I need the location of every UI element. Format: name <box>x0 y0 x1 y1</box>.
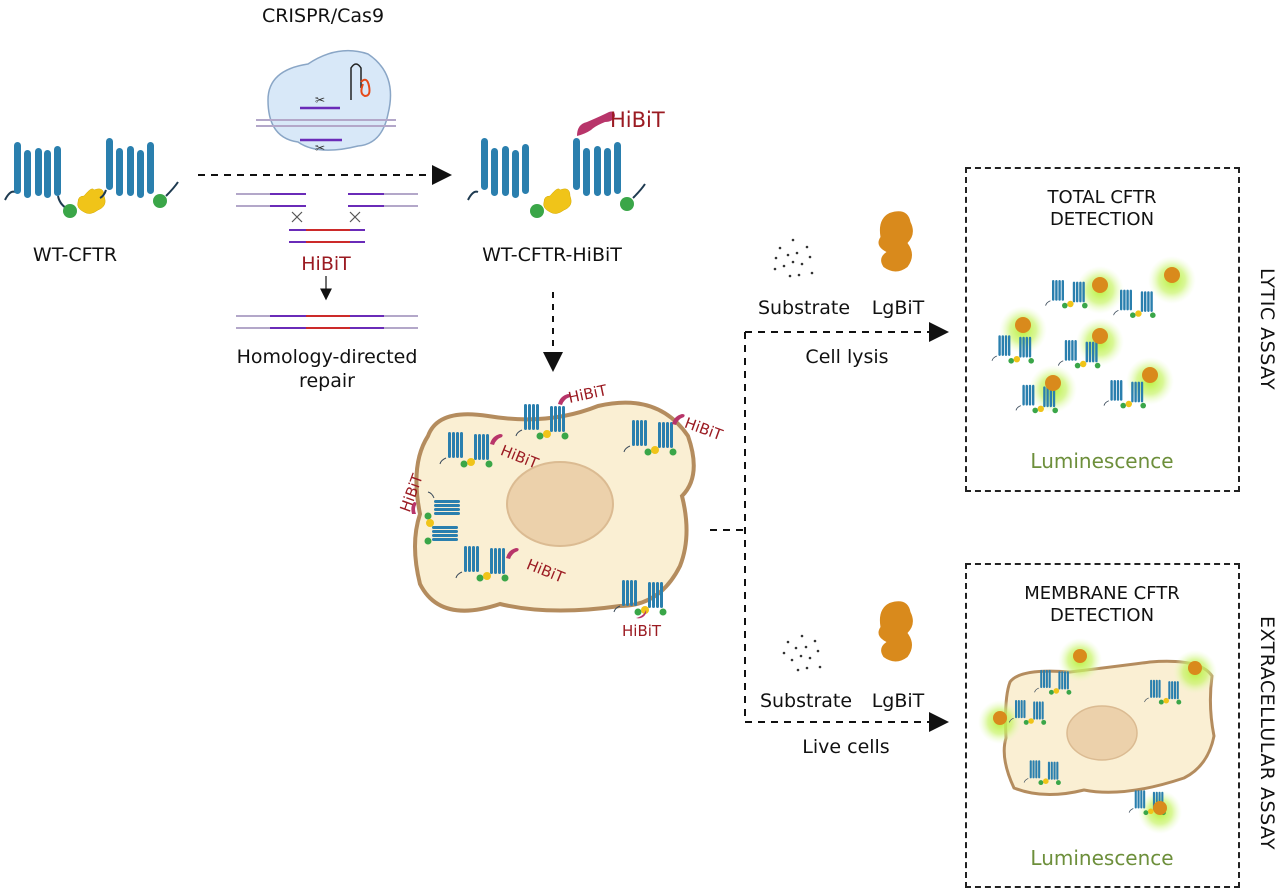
tag-hibit-label: HiBiT <box>610 108 665 132</box>
cas9-complex-icon: ✂ ✂ <box>256 49 396 155</box>
extracellular-assay-side-label: EXTRACELLULAR ASSAY <box>1256 616 1278 851</box>
total-title-line2: DETECTION <box>1049 209 1155 230</box>
cell-hibit-label: HiBiT <box>622 622 662 640</box>
lytic-luminescence-label: Luminescence <box>1030 449 1174 473</box>
total-cftr-detection-box <box>965 167 1240 492</box>
hibit-tag-icon <box>577 111 615 136</box>
svg-text:✂: ✂ <box>315 93 325 107</box>
crispr-title: CRISPR/Cas9 <box>261 5 385 27</box>
membrane-title-line2: DETECTION <box>1049 605 1155 626</box>
lytic-complexes-icon <box>991 256 1196 414</box>
extracellular-lgbit-label: LgBiT <box>871 690 925 712</box>
lytic-lgbit-label: LgBiT <box>871 297 925 319</box>
total-title-line1: TOTAL CFTR <box>1047 187 1157 208</box>
extracellular-substrate-label: Substrate <box>759 690 853 712</box>
nucleus-icon <box>506 461 614 547</box>
membrane-title-line1: MEMBRANE CFTR <box>1024 583 1180 604</box>
wt-cftr-hibit-label: WT-CFTR-HiBiT <box>482 244 622 266</box>
cell-lysis-label: Cell lysis <box>805 346 889 368</box>
cell-icon <box>411 394 696 619</box>
hdr-dna-icon <box>236 193 418 329</box>
lgbit-icon-lytic <box>878 211 913 272</box>
lgbit-icon-extracellular <box>878 601 913 662</box>
hdr-label-line2: repair <box>299 370 355 392</box>
substrate-icon-lytic <box>773 238 814 278</box>
lytic-assay-side-label: LYTIC ASSAY <box>1256 268 1278 391</box>
substrate-icon-extracellular <box>782 634 822 672</box>
wt-cftr-label: WT-CFTR <box>32 244 118 266</box>
donor-hibit-label: HiBiT <box>301 253 351 275</box>
live-cells-label: Live cells <box>802 736 890 758</box>
hdr-label-line1: Homology-directed <box>236 346 418 368</box>
live-cell-icon <box>978 638 1217 834</box>
wt-cftr-hibit-protein-icon <box>467 111 646 218</box>
lytic-substrate-label: Substrate <box>757 297 851 319</box>
svg-text:✂: ✂ <box>315 141 325 155</box>
membrane-cftr-detection-box <box>965 563 1240 888</box>
extracellular-luminescence-label: Luminescence <box>1030 846 1174 870</box>
wt-cftr-protein-icon <box>4 138 179 218</box>
